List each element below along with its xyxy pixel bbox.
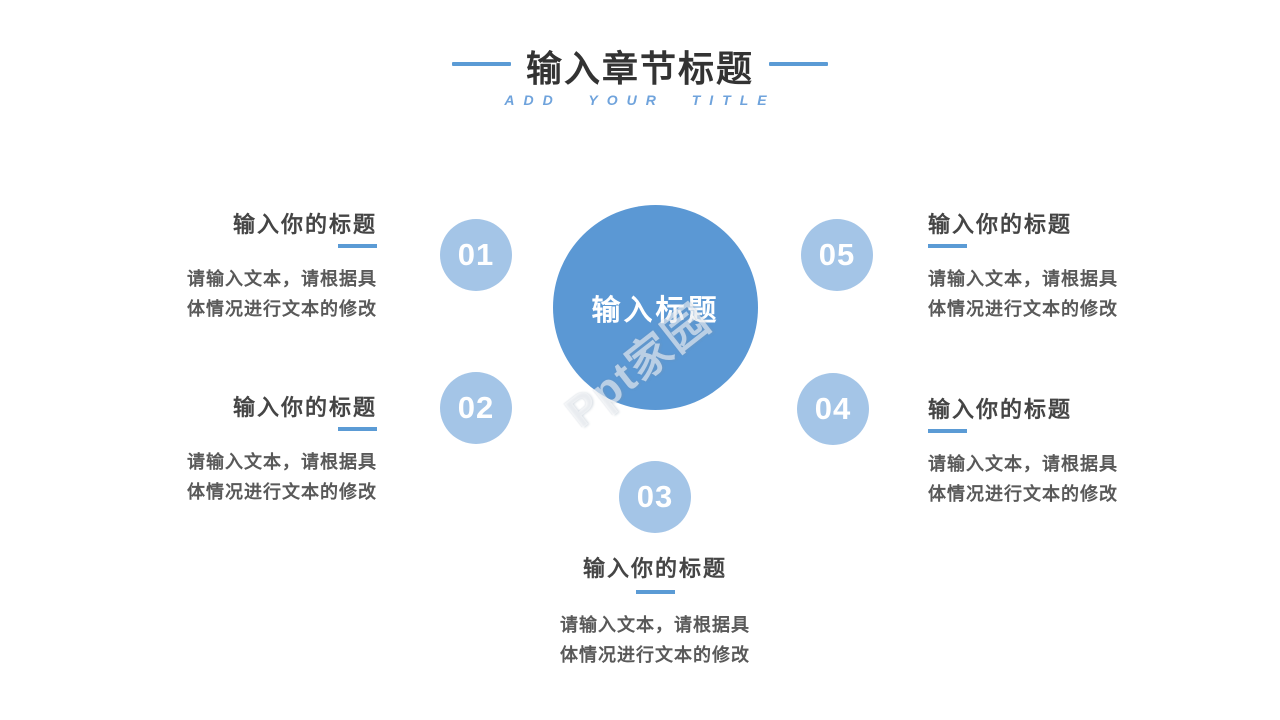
- body-text-line: 请输入文本，请根据具: [560, 615, 750, 635]
- heading-underline: [928, 429, 967, 433]
- node-number: 02: [457, 390, 495, 425]
- item-title: 输入你的标题: [232, 212, 377, 237]
- title-dash-right: [769, 62, 828, 66]
- node-circle-03: 03: [619, 461, 691, 533]
- item-title: 输入你的标题: [582, 556, 727, 581]
- item-body: 请输入文本，请根据具 体情况进行文本的修改: [928, 449, 1138, 509]
- item-block-03: 输入你的标题 请输入文本，请根据具 体情况进行文本的修改: [540, 556, 770, 670]
- item-block-02: 输入你的标题 请输入文本，请根据具 体情况进行文本的修改: [167, 395, 377, 507]
- item-title: 输入你的标题: [232, 395, 377, 420]
- body-text-line: 体情况进行文本的修改: [187, 482, 377, 502]
- body-text-line: 体情况进行文本的修改: [560, 645, 750, 665]
- node-number: 05: [818, 237, 856, 272]
- item-title: 输入你的标题: [928, 397, 1073, 422]
- node-circle-02: 02: [440, 372, 512, 444]
- center-circle-label: 输入标题: [591, 294, 720, 327]
- body-text-line: 请输入文本，请根据具: [187, 452, 377, 472]
- item-body: 请输入文本，请根据具 体情况进行文本的修改: [167, 447, 377, 507]
- node-circle-05: 05: [801, 219, 873, 291]
- heading-underline: [635, 590, 675, 594]
- node-number: 01: [457, 237, 495, 272]
- item-body: 请输入文本，请根据具 体情况进行文本的修改: [928, 264, 1138, 324]
- item-block-01: 输入你的标题 请输入文本，请根据具 体情况进行文本的修改: [167, 212, 377, 324]
- body-text-line: 体情况进行文本的修改: [187, 299, 377, 319]
- heading-underline: [338, 427, 377, 431]
- body-text-line: 体情况进行文本的修改: [928, 299, 1118, 319]
- item-title: 输入你的标题: [928, 212, 1073, 237]
- heading-underline: [928, 244, 967, 248]
- page-title: 输入章节标题: [525, 48, 754, 89]
- title-dash-left: [452, 62, 511, 66]
- body-text-line: 请输入文本，请根据具: [928, 269, 1118, 289]
- item-body: 请输入文本，请根据具 体情况进行文本的修改: [167, 264, 377, 324]
- item-block-04: 输入你的标题 请输入文本，请根据具 体情况进行文本的修改: [928, 397, 1138, 509]
- heading-underline: [338, 244, 377, 248]
- page-subtitle: ADD YOUR TITLE: [504, 92, 776, 108]
- center-circle: 输入标题: [553, 205, 758, 410]
- body-text-line: 请输入文本，请根据具: [928, 454, 1118, 474]
- body-text-line: 请输入文本，请根据具: [187, 269, 377, 289]
- node-number: 03: [636, 479, 674, 514]
- body-text-line: 体情况进行文本的修改: [928, 484, 1118, 504]
- node-circle-04: 04: [797, 373, 869, 445]
- node-circle-01: 01: [440, 219, 512, 291]
- item-body: 请输入文本，请根据具 体情况进行文本的修改: [540, 610, 770, 670]
- item-block-05: 输入你的标题 请输入文本，请根据具 体情况进行文本的修改: [928, 212, 1138, 324]
- node-number: 04: [814, 391, 852, 426]
